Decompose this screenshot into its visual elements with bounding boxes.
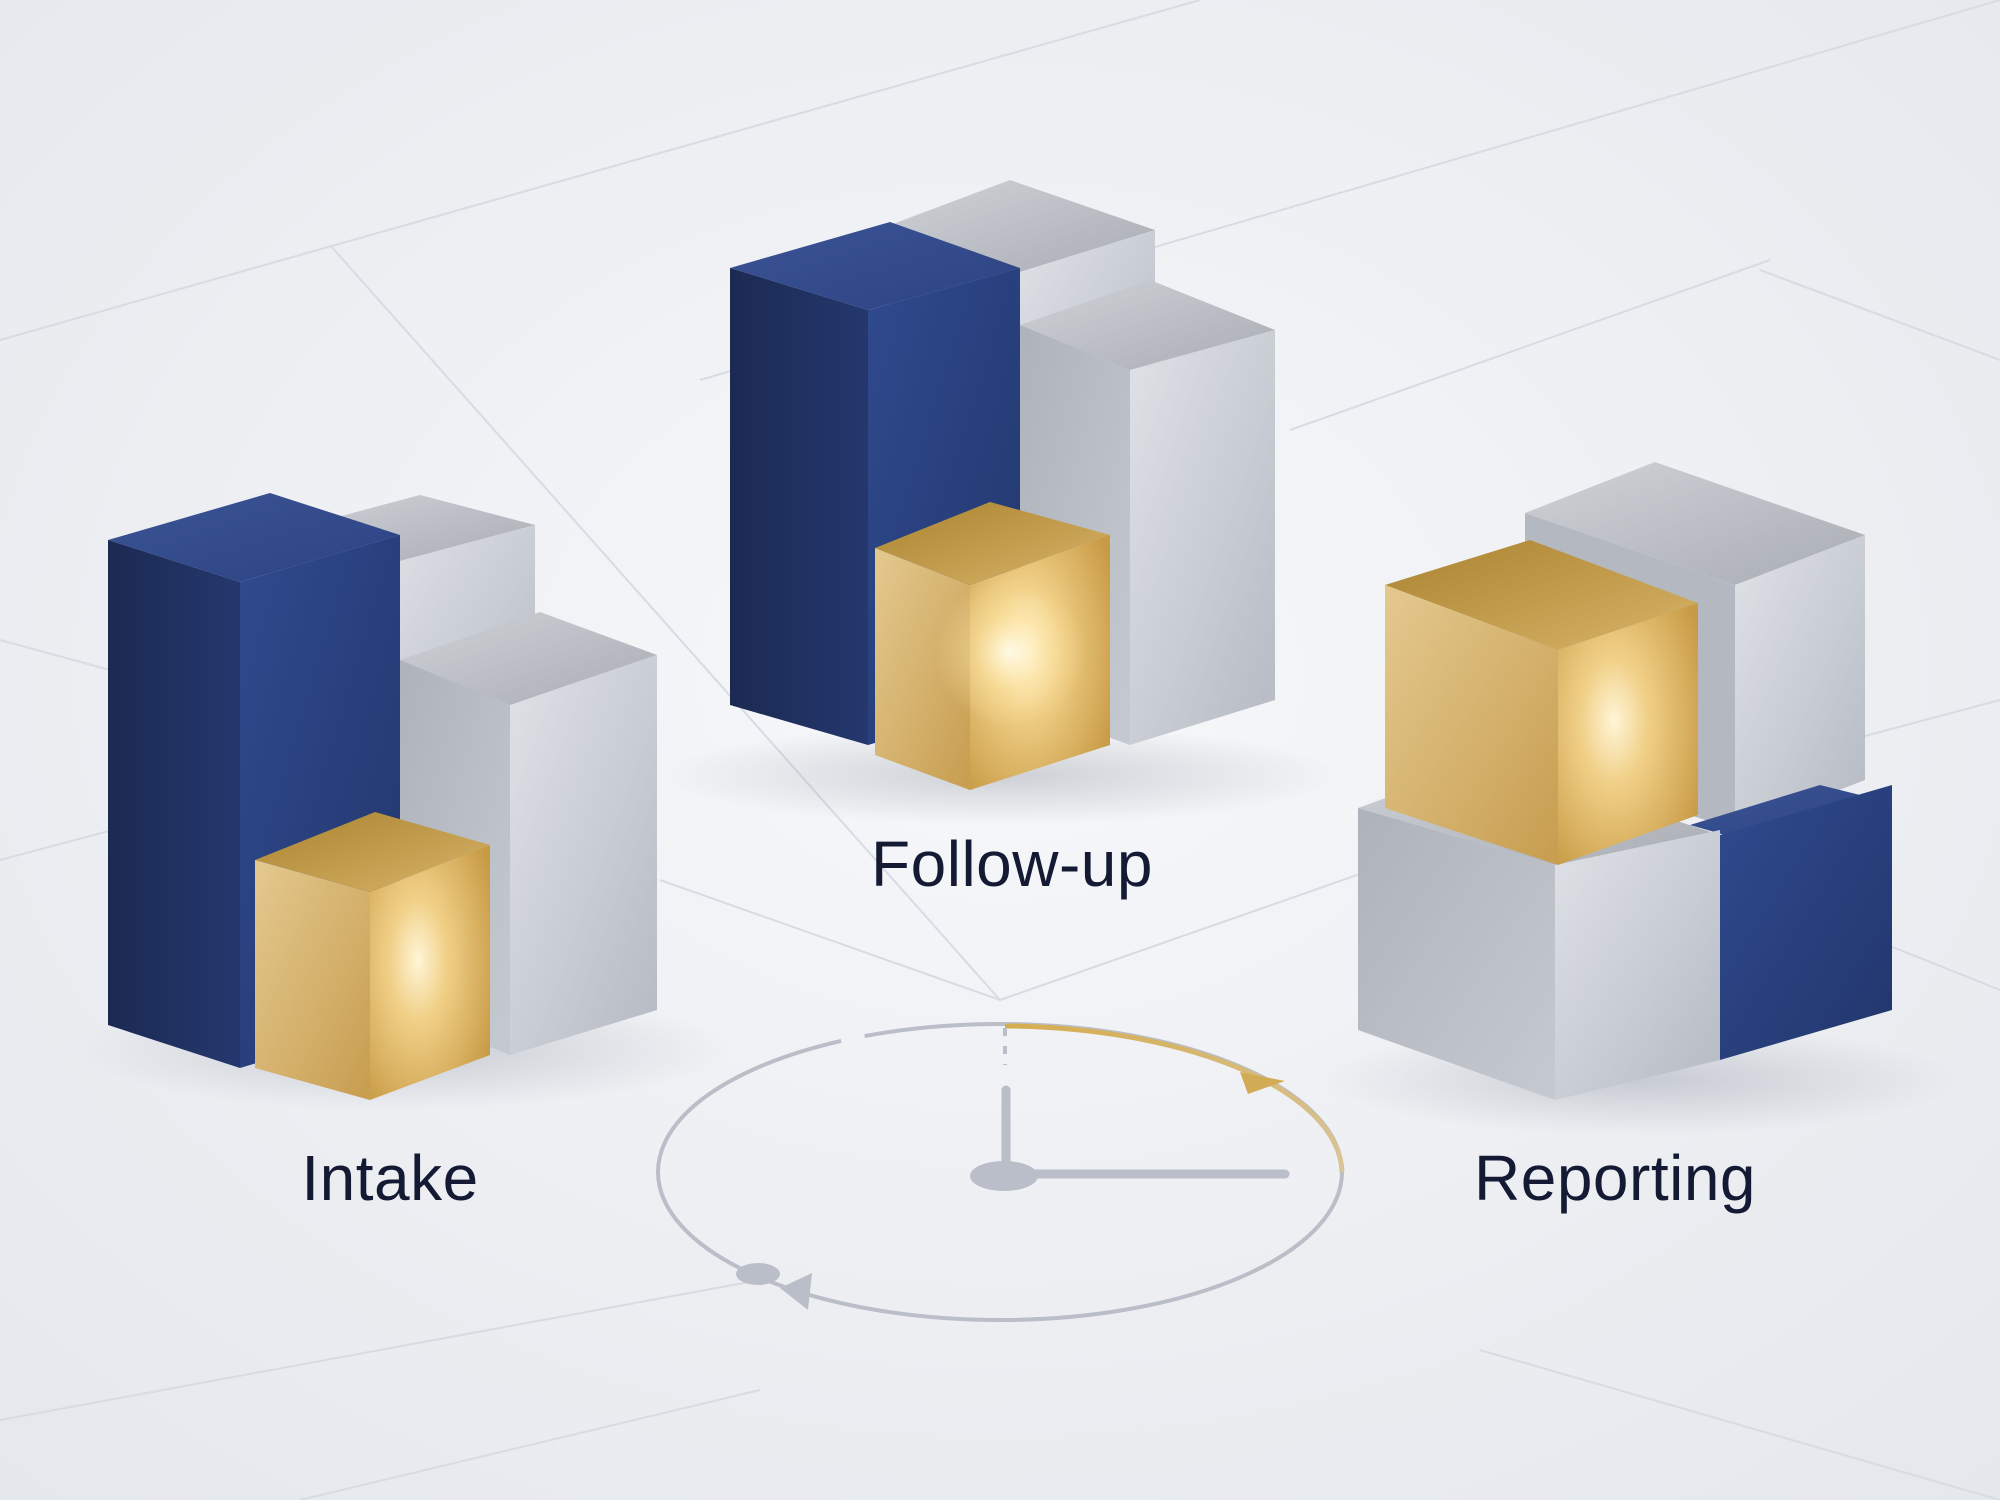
arrow-head-gray [780, 1273, 812, 1310]
cycle-dot [736, 1263, 780, 1285]
intake-gold-block [255, 812, 490, 1100]
clock-center [970, 1161, 1038, 1191]
follow-up-blocks [660, 180, 1340, 825]
follow-up-gold-block [875, 502, 1110, 790]
stage-label-follow-up: Follow-up [871, 828, 1153, 900]
stage-label-intake: Intake [301, 1142, 478, 1214]
reporting-gold-block [1385, 540, 1698, 865]
reporting-blocks [1320, 462, 1960, 1135]
cycle-arc-gold [1004, 1023, 1345, 1173]
reporting-navy-block [1690, 785, 1892, 1060]
stage-label-reporting: Reporting [1474, 1142, 1756, 1214]
intake-blocks [70, 493, 730, 1110]
clock-cycle-icon [656, 1022, 1345, 1322]
follow-up-glow [935, 577, 1085, 727]
arrow-head-gold [1240, 1072, 1285, 1094]
